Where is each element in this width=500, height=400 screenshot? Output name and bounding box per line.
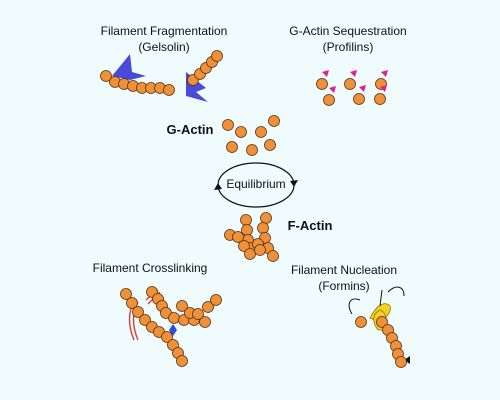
g-actin-label: G-Actin	[167, 122, 214, 137]
crosslinking-title: Filament Crosslinking	[93, 261, 208, 275]
actin-subunit	[168, 312, 180, 324]
g-actin-monomer	[316, 78, 328, 90]
nucleation-subtitle: (Formins)	[318, 279, 369, 293]
actin-subunit	[202, 301, 214, 313]
sequestration-title: G-Actin Sequestration	[289, 24, 406, 38]
sequestration-subtitle: (Profilins)	[323, 40, 374, 54]
actin-subunit	[241, 224, 253, 236]
actin-subunit	[395, 356, 407, 368]
fragmentation-title: Filament Fragmentation	[101, 24, 228, 38]
actin-subunit	[238, 240, 250, 252]
actin-subunit	[120, 288, 132, 300]
g-actin-monomer	[268, 115, 280, 127]
profilin-icon	[322, 70, 329, 77]
actin-subunit	[376, 316, 388, 328]
fragmentation-subtitle: (Gelsolin)	[138, 40, 189, 54]
arrowhead-right-icon	[290, 180, 298, 187]
g-actin-monomer	[235, 126, 247, 138]
g-actin-monomer	[374, 93, 386, 105]
actin-subunit	[244, 248, 256, 260]
g-actin-monomer	[264, 139, 276, 151]
arrowhead-left-icon	[214, 183, 222, 190]
g-actin-monomer	[255, 126, 267, 138]
profilin-icon	[350, 70, 357, 77]
actin-subunit	[176, 300, 188, 312]
actin-subunit	[254, 244, 266, 256]
g-actin-monomer	[226, 141, 238, 153]
equilibrium-label: Equilibrium	[226, 177, 285, 191]
actin-subunit	[199, 316, 211, 328]
nucleation-title: Filament Nucleation	[291, 263, 397, 277]
profilin-icon	[359, 85, 366, 92]
g-actin-monomer	[323, 94, 335, 106]
g-actin-monomer	[344, 78, 356, 90]
equilibrium-cycle	[214, 162, 298, 208]
actin-subunit	[126, 297, 138, 309]
actin-subunit	[100, 70, 112, 82]
profilin-markers	[322, 70, 388, 93]
g-actin-monomer	[246, 144, 258, 156]
actin-subunit	[192, 308, 204, 320]
profilin-icon	[329, 86, 336, 93]
profilin-icon	[380, 85, 387, 92]
actin-subunits	[100, 50, 407, 368]
actin-subunit	[267, 250, 279, 262]
actin-subunit	[355, 316, 367, 328]
actin-subunit	[260, 212, 272, 224]
actin-subunit	[210, 294, 222, 306]
barbed-end-arrow-icon	[404, 356, 410, 364]
actin-subunit	[163, 84, 175, 96]
actin-subunit	[232, 231, 244, 243]
actin-subunit	[176, 355, 188, 367]
actin-subunit	[161, 331, 173, 343]
g-actin-monomer	[353, 93, 365, 105]
g-actin-monomer	[222, 119, 234, 131]
actin-subunit	[139, 314, 151, 326]
profilin-icon	[381, 70, 388, 77]
gelsolin-left-icon	[112, 54, 146, 80]
actin-subunit	[240, 214, 252, 226]
actin-subunit	[132, 306, 144, 318]
f-actin-label: F-Actin	[288, 218, 333, 233]
actin-subunit	[257, 222, 269, 234]
actin-subunit	[211, 50, 223, 62]
